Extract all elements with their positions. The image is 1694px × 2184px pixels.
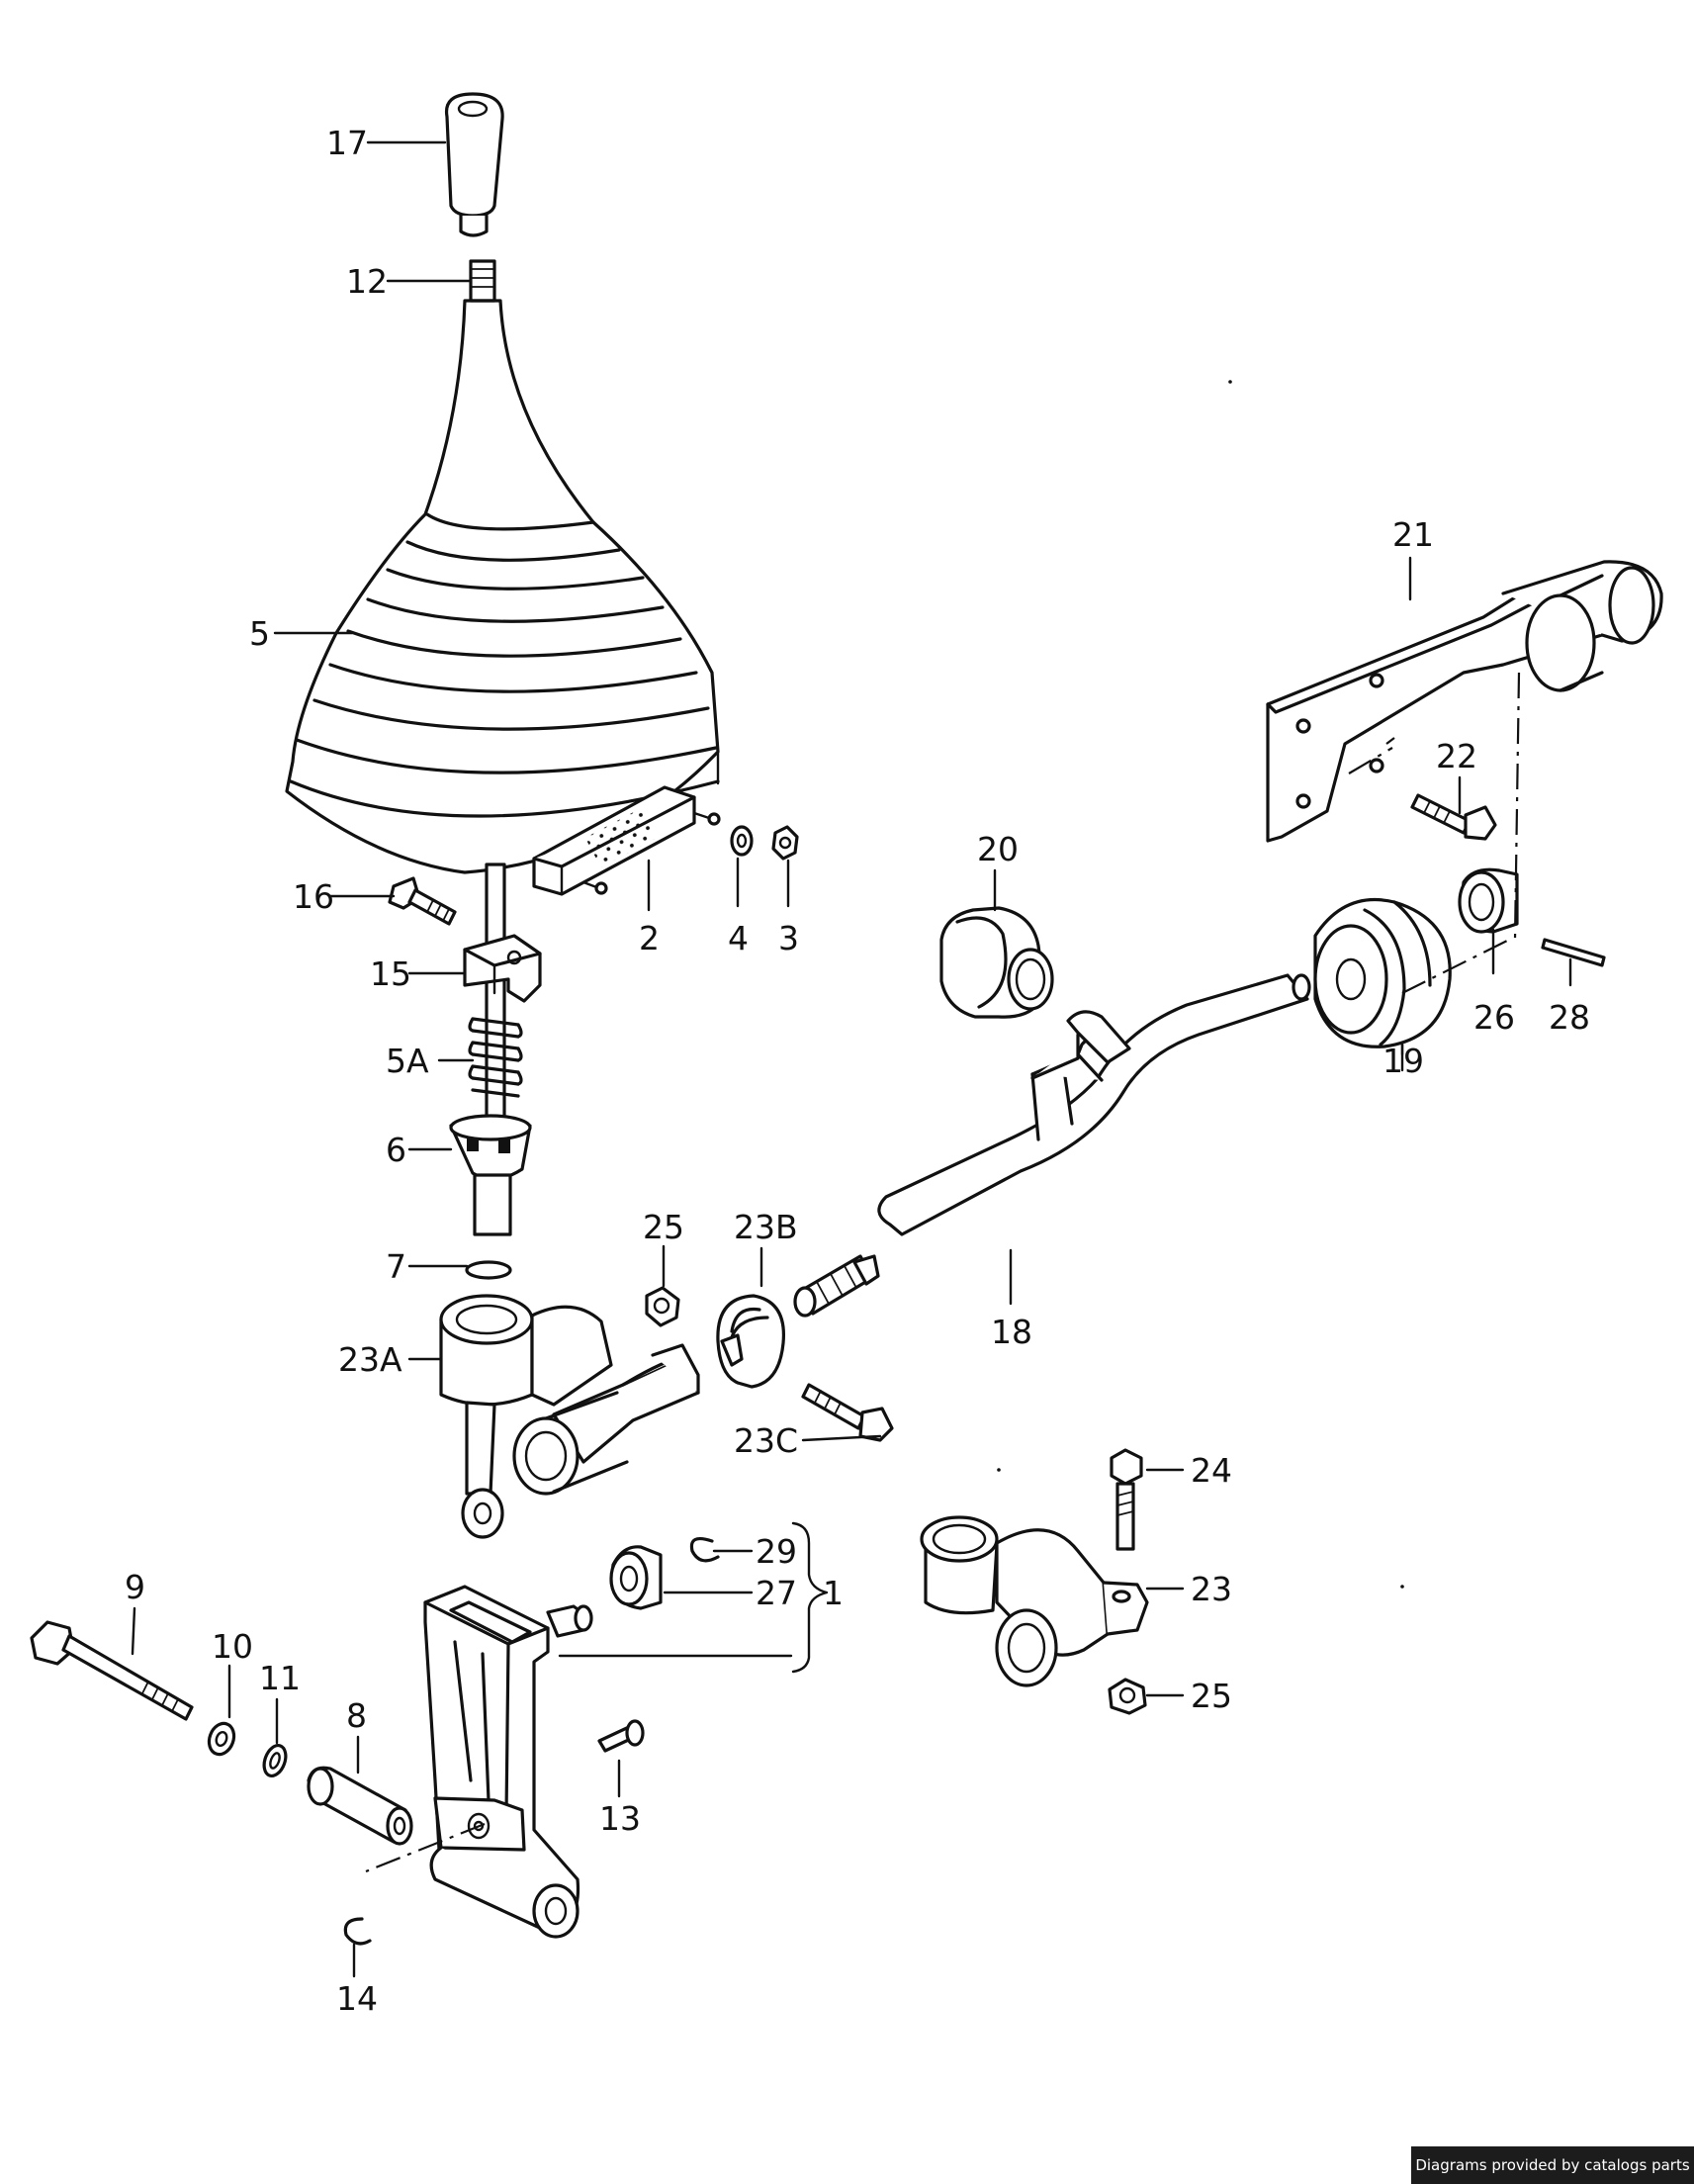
label-6: 6 — [386, 1131, 406, 1169]
label-18: 18 — [991, 1313, 1032, 1351]
label-5a: 5A — [386, 1042, 429, 1080]
washer-icon — [730, 825, 754, 857]
label-13: 13 — [599, 1799, 641, 1838]
label-29: 29 — [756, 1532, 797, 1571]
label-23b: 23B — [734, 1208, 798, 1246]
pin-spring-icon — [793, 1254, 880, 1318]
mounting-bracket-icon — [532, 785, 721, 896]
mounting-plate-icon — [1266, 560, 1663, 843]
gear-boot-icon — [285, 299, 720, 874]
label-19: 19 — [1382, 1042, 1424, 1080]
label-23: 23 — [1191, 1570, 1232, 1608]
rubber-boot-icon — [1313, 897, 1452, 1048]
label-9: 9 — [125, 1568, 145, 1606]
label-23a: 23A — [338, 1340, 402, 1379]
label-26: 26 — [1473, 998, 1515, 1037]
ring-icon — [465, 1260, 512, 1280]
circlip-icon — [689, 1537, 720, 1563]
bushing-icon — [1458, 867, 1519, 934]
label-27: 27 — [756, 1574, 797, 1612]
label-24: 24 — [1191, 1451, 1232, 1490]
label-5: 5 — [249, 614, 270, 653]
bolt-icon — [1110, 1448, 1143, 1551]
label-3: 3 — [778, 919, 799, 957]
bolt-icon — [801, 1383, 894, 1442]
label-16: 16 — [293, 877, 334, 916]
label-28: 28 — [1549, 998, 1590, 1037]
label-7: 7 — [386, 1247, 406, 1286]
shift-linkage-rod-icon — [877, 973, 1311, 1236]
diagram-credit: Diagrams provided by catalogs parts — [1411, 2146, 1694, 2184]
label-8: 8 — [346, 1696, 367, 1735]
label-12: 12 — [346, 262, 388, 301]
center-lines — [365, 672, 1521, 1873]
pin-icon — [1541, 938, 1606, 967]
leader-lines — [131, 140, 1572, 1978]
bolt-icon — [1410, 793, 1497, 841]
label-11: 11 — [259, 1659, 301, 1697]
label-22: 22 — [1436, 737, 1477, 775]
nut-icon — [1108, 1678, 1147, 1715]
label-10: 10 — [212, 1627, 253, 1666]
label-23c: 23C — [734, 1421, 798, 1460]
selector-housing-icon — [920, 1515, 1149, 1687]
label-21: 21 — [1392, 515, 1434, 554]
washer-icon — [207, 1721, 236, 1757]
selector-housing-icon — [439, 1294, 700, 1539]
pin-icon — [597, 1719, 645, 1753]
bushing-icon — [609, 1545, 663, 1610]
nut-icon — [645, 1286, 680, 1327]
label-25-lower: 25 — [1191, 1677, 1232, 1715]
locking-ring-icon — [716, 1294, 786, 1389]
bolt-icon — [388, 876, 457, 926]
rubber-bush-icon — [939, 906, 1054, 1019]
label-25-upper: 25 — [643, 1208, 684, 1246]
label-20: 20 — [977, 830, 1019, 868]
circlip-icon — [343, 1917, 372, 1946]
bolt-icon — [30, 1620, 194, 1721]
spring-icon — [468, 1017, 523, 1098]
clamp-icon — [463, 934, 542, 1003]
selector-lever-icon — [423, 1585, 593, 1939]
label-1: 1 — [823, 1574, 844, 1612]
spring-washer-icon — [262, 1743, 288, 1778]
label-17: 17 — [326, 124, 368, 162]
label-2: 2 — [639, 919, 660, 957]
label-4: 4 — [728, 919, 749, 957]
nut-icon — [771, 825, 799, 861]
sleeve-icon — [307, 1766, 413, 1846]
label-14: 14 — [336, 1979, 378, 2018]
ball-socket-icon — [449, 1114, 532, 1236]
label-15: 15 — [370, 955, 411, 993]
lever-tip-icon — [469, 259, 496, 303]
gear-knob-icon — [444, 92, 504, 237]
